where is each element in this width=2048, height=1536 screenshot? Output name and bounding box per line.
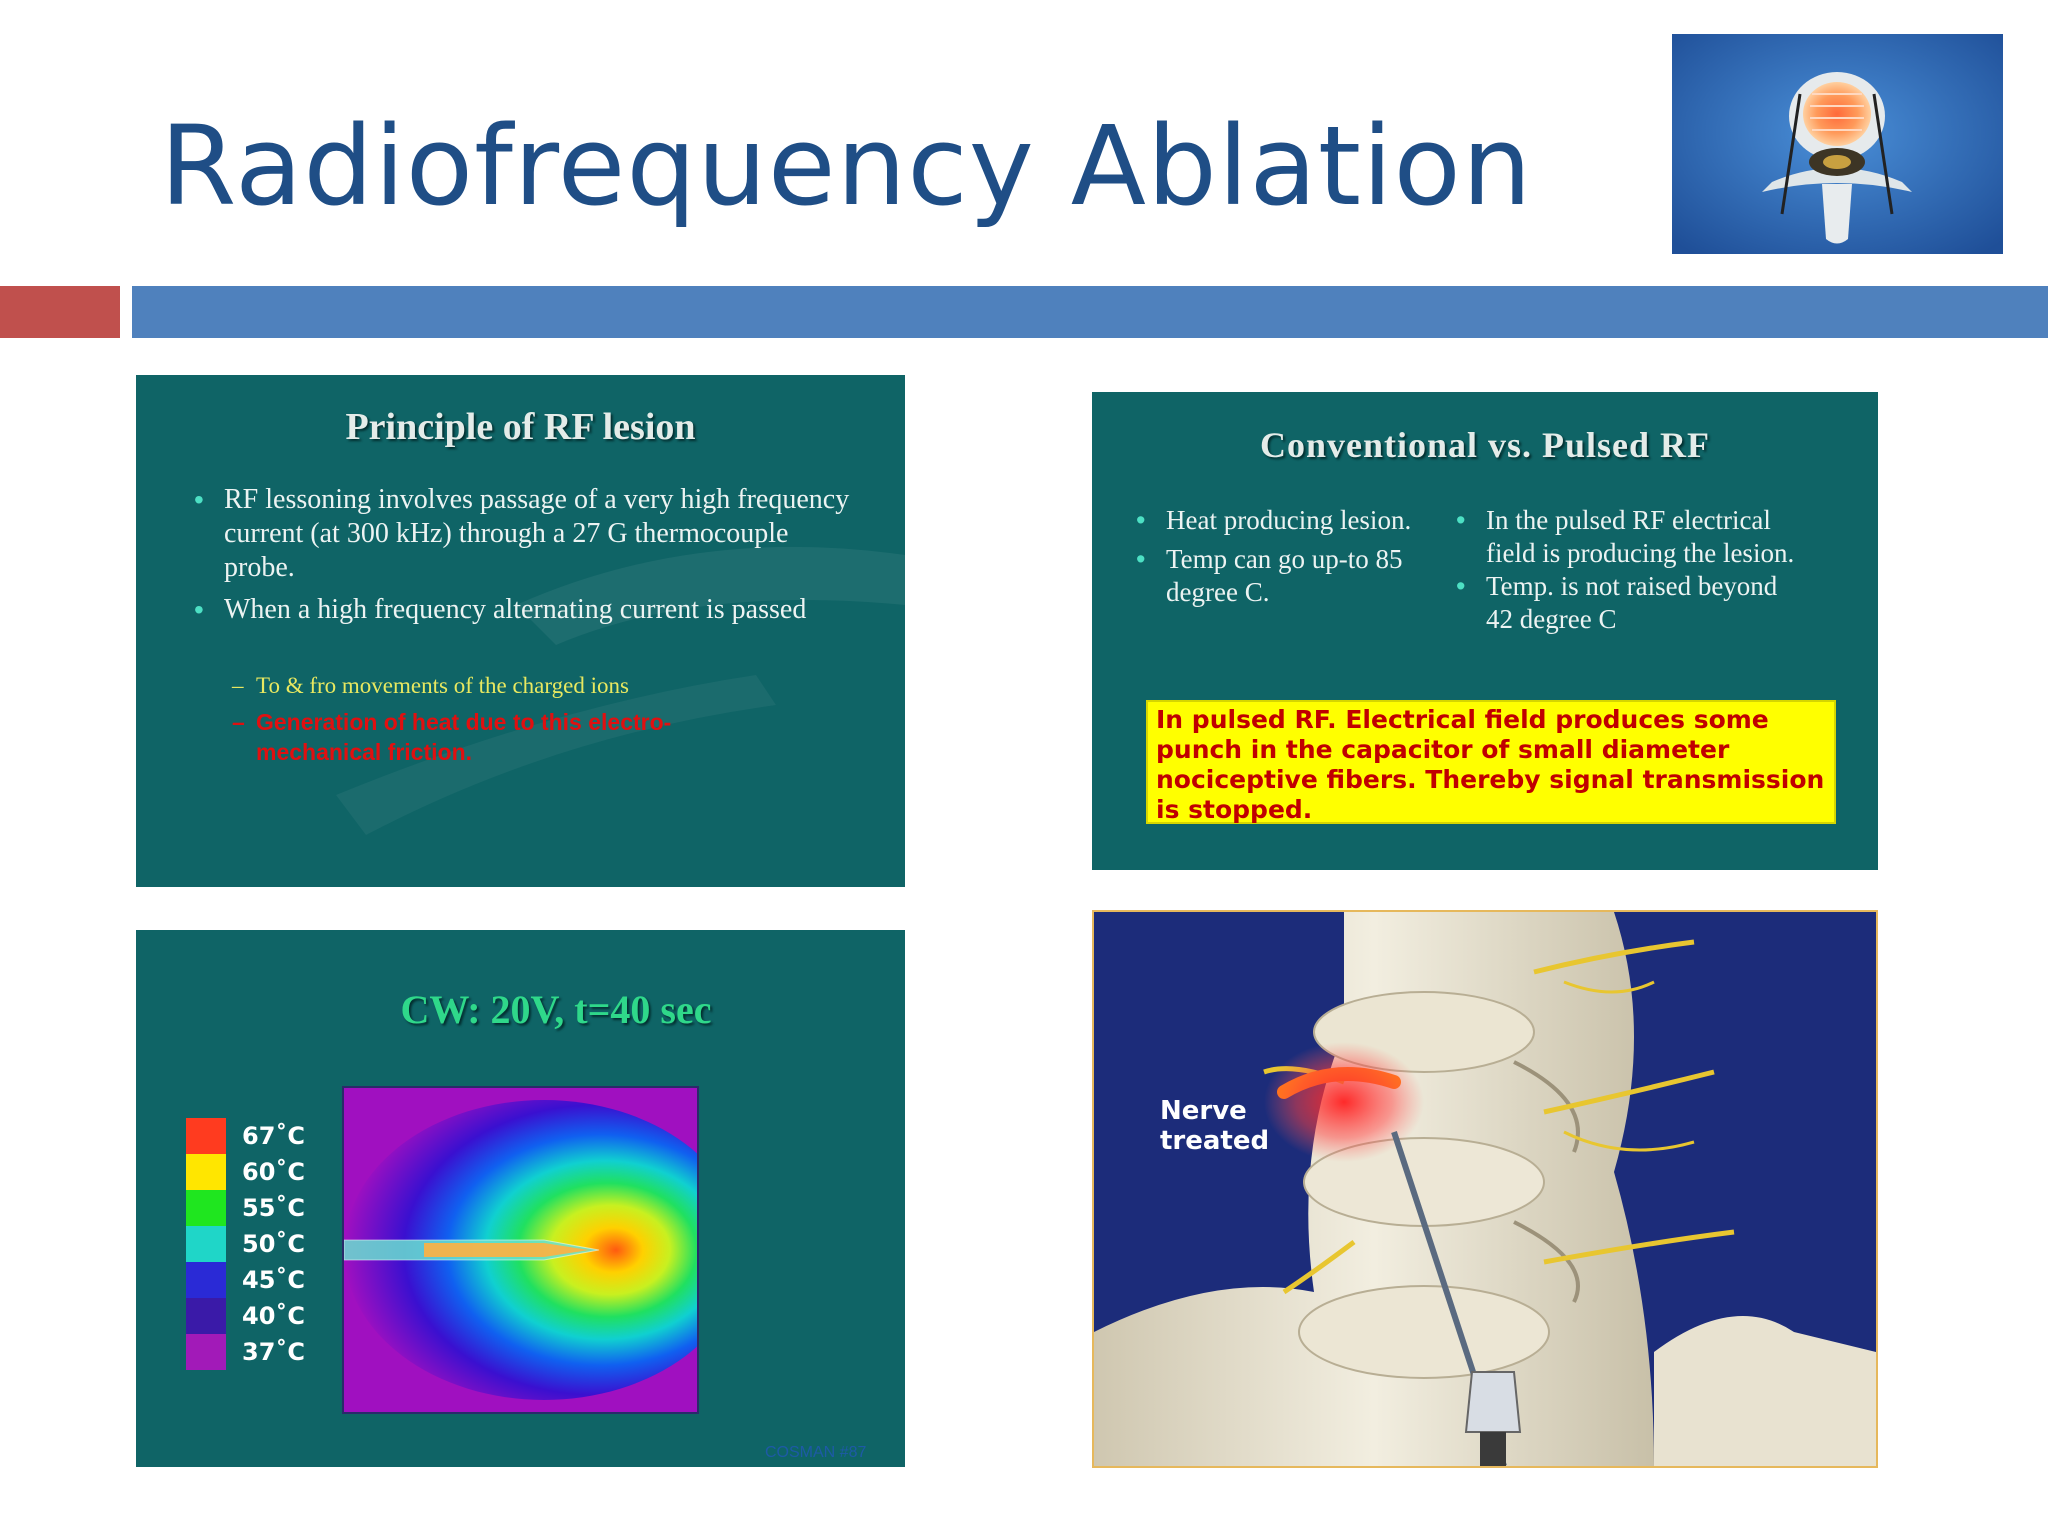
- page-title: Radiofrequency Ablation: [160, 102, 1533, 230]
- nerve-label-line-2: treated: [1160, 1126, 1270, 1156]
- principle-subbullet-2: Generation of heat due to this electro-m…: [232, 707, 792, 767]
- principle-title: Principle of RF lesion: [345, 406, 696, 448]
- pulsed-bullets: In the pulsed RF electrical field is pro…: [1456, 504, 1796, 636]
- legend-label: 45˚C: [242, 1266, 306, 1294]
- pulsed-bullet-1: In the pulsed RF electrical field is pro…: [1456, 504, 1796, 570]
- legend-label: 60˚C: [242, 1158, 306, 1186]
- conventional-bullets: Heat producing lesion. Temp can go up-to…: [1136, 504, 1426, 609]
- legend-swatch: [186, 1154, 226, 1190]
- pulsed-bullet-2: Temp. is not raised beyond 42 degree C: [1456, 570, 1796, 636]
- legend-swatch: [186, 1118, 226, 1154]
- accent-bar-red: [0, 286, 120, 338]
- background-swoosh: [336, 546, 905, 835]
- principle-subbullet-1: To & fro movements of the charged ions: [232, 671, 792, 701]
- rf-ablation-logo-image: [1672, 34, 2003, 254]
- nerve-treated-label: Nerve treated: [1160, 1096, 1269, 1156]
- accent-bar-blue: [132, 286, 2048, 338]
- conventional-bullet-1: Heat producing lesion.: [1136, 504, 1426, 537]
- legend-swatch: [186, 1298, 226, 1334]
- legend-label: 50˚C: [242, 1230, 306, 1258]
- conventional-bullet-2: Temp can go up-to 85 degree C.: [1136, 543, 1426, 609]
- legend-swatch: [186, 1226, 226, 1262]
- legend-swatch: [186, 1334, 226, 1370]
- principle-bullets: RF lessoning involves passage of a very …: [194, 483, 854, 627]
- principle-subbullets: To & fro movements of the charged ions G…: [232, 671, 792, 767]
- comparison-title: Conventional vs. Pulsed RF: [1259, 425, 1711, 465]
- legend-swatch: [186, 1262, 226, 1298]
- watermark-text: COSMAN #87: [765, 1444, 867, 1461]
- pulsed-rf-note: In pulsed RF. Electrical field produces …: [1146, 700, 1836, 824]
- heatmap-title: CW: 20V, t=40 sec: [400, 987, 712, 1032]
- legend-label: 67˚C: [242, 1122, 306, 1150]
- legend-label: 40˚C: [242, 1302, 306, 1330]
- principle-bullet-1: RF lessoning involves passage of a very …: [194, 483, 854, 585]
- nerve-label-line-1: Nerve: [1160, 1096, 1247, 1126]
- legend-label: 37˚C: [242, 1338, 306, 1366]
- legend-swatch: [186, 1190, 226, 1226]
- thermal-lesion-image: [342, 1086, 744, 1414]
- spine-illustration: Nerve treated: [1092, 910, 1878, 1468]
- principle-panel: Principle of RF lesion RF lessoning invo…: [136, 375, 905, 887]
- legend-label: 55˚C: [242, 1194, 306, 1222]
- principle-bullet-2: When a high frequency alternating curren…: [194, 593, 854, 627]
